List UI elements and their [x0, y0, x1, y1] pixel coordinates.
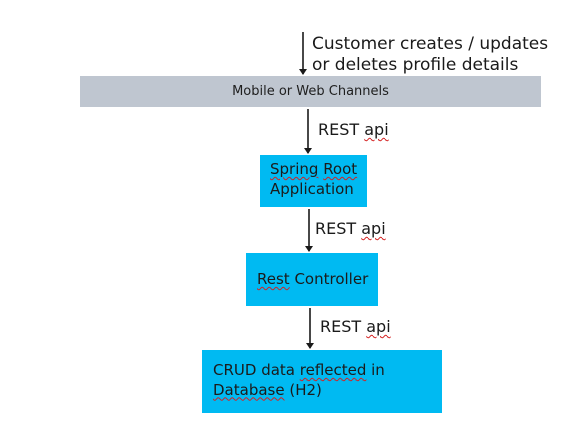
node-crud-database-word-in: in	[366, 361, 385, 379]
node-crud-database-crud-data: CRUD data	[213, 361, 300, 379]
node-crud-database-line-1: CRUD data reflected in	[213, 361, 385, 381]
edge-label-3-api: api	[366, 317, 391, 336]
edge-label-1-word: REST	[318, 120, 360, 139]
edge-label-1: REST api	[318, 120, 389, 140]
trigger-line-2: or deletes profile details	[312, 55, 519, 76]
node-crud-database-word-database: Database	[213, 380, 285, 399]
node-crud-database-word-reflected: reflected	[299, 361, 367, 379]
edge-label-2-word: REST	[315, 219, 357, 238]
trigger-line-1: Customer creates / updates	[312, 34, 549, 54]
node-spring-root: Spring Root Application	[260, 155, 367, 207]
node-spring-root-line-2: Application	[270, 179, 354, 198]
node-spring-root-line-1: Spring Root	[270, 160, 357, 180]
edge-label-1-api: api	[364, 120, 389, 139]
node-spring-root-word-spring: Spring	[270, 160, 319, 178]
node-crud-database-line-2: Database (H2)	[213, 381, 385, 401]
edge-label-3: REST api	[320, 317, 391, 337]
edge-label-2: REST api	[315, 219, 386, 239]
channel-bar: Mobile or Web Channels	[80, 76, 541, 107]
node-crud-database-word-h2: (H2)	[284, 380, 322, 399]
channel-label: Mobile or Web Channels	[232, 84, 389, 99]
node-rest-controller-word-controller: Controller	[289, 270, 369, 288]
edge-label-2-api: api	[361, 219, 386, 238]
edge-label-3-word: REST	[320, 317, 362, 336]
node-rest-controller-word-rest: Rest	[257, 270, 290, 288]
trigger-text: Customer creates / updates or deletes pr…	[312, 34, 548, 77]
node-rest-controller: Rest Controller	[246, 253, 378, 306]
node-spring-root-word-root: Root	[323, 160, 358, 178]
node-crud-database: CRUD data reflected in Database (H2)	[202, 350, 442, 413]
